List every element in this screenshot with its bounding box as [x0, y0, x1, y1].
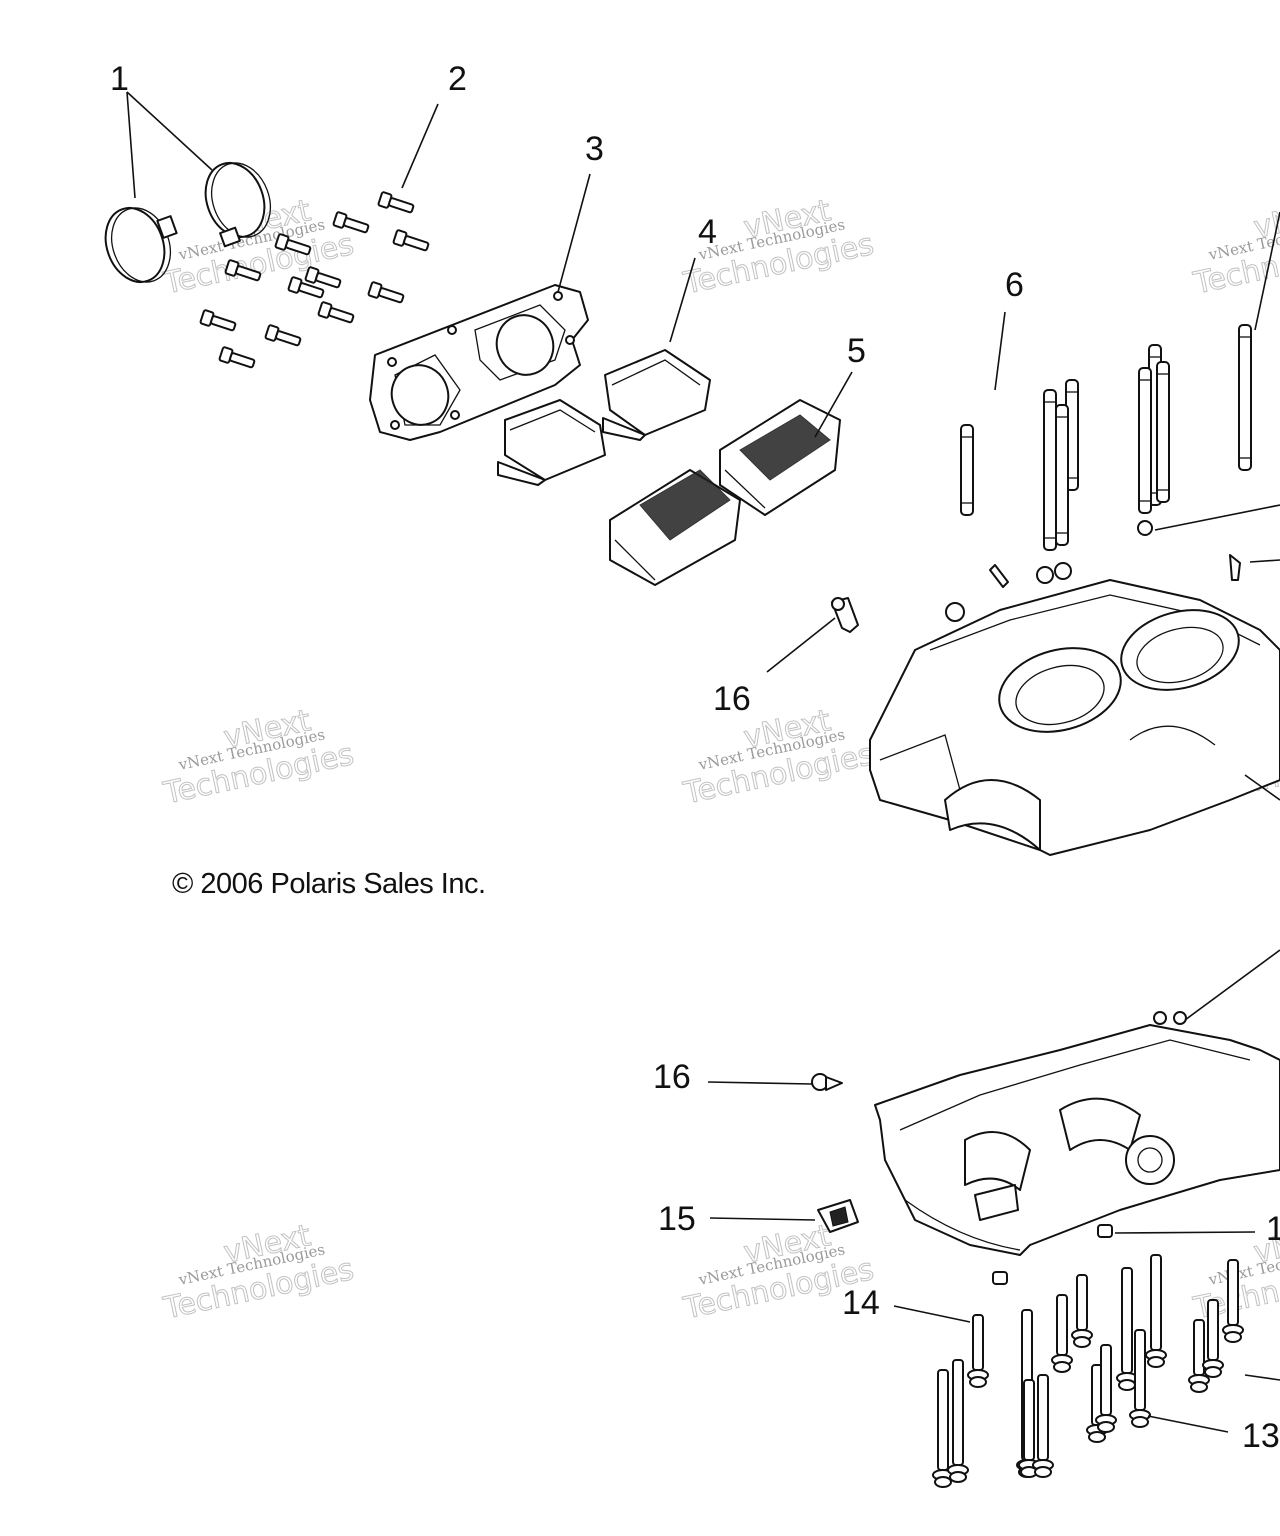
leader-lines [126, 91, 1280, 1433]
part-3-intake-plate [369, 284, 589, 441]
case-bolt [947, 1359, 969, 1483]
screw [377, 191, 415, 214]
stud [960, 424, 974, 516]
screw [304, 266, 342, 289]
watermark: vNext vNext Technologies Technologies [160, 703, 358, 812]
callout-6: 6 [1005, 266, 1024, 304]
screw [317, 301, 355, 324]
callout-3: 3 [585, 130, 604, 168]
callout-16-lower: 16 [653, 1058, 691, 1096]
screw [274, 233, 312, 256]
part-6-cylinder-studs [960, 324, 1252, 551]
upper-crankcase-half [869, 520, 1280, 856]
stud [1043, 389, 1057, 551]
screw [199, 309, 237, 332]
callout-labels: 1 2 3 4 5 6 16 16 15 14 13 1 [110, 60, 1280, 1455]
watermark: vNext vNext Technologies Technologies [680, 703, 878, 812]
part-5-reed-valves [609, 399, 841, 586]
callout-5: 5 [847, 332, 866, 370]
screw [264, 324, 302, 347]
stud [1055, 404, 1069, 546]
case-bolt [1188, 1319, 1210, 1393]
lower-crankcase-half [874, 1011, 1280, 1256]
case-bolt [1051, 1294, 1073, 1373]
callout-2: 2 [448, 60, 467, 98]
part-13-14-case-bolts [932, 1254, 1244, 1488]
case-bolt [1222, 1259, 1244, 1343]
screw [392, 229, 430, 252]
part-4-reed-spacers [497, 349, 711, 486]
copyright-notice: © 2006 Polaris Sales Inc. [172, 868, 486, 900]
part-16-lower-fastener [811, 1073, 843, 1091]
case-bolt [967, 1314, 989, 1388]
part-1-hose-clamps [104, 162, 271, 283]
screw [367, 281, 405, 304]
case-bolt [1032, 1374, 1054, 1478]
callout-13: 13 [1242, 1417, 1280, 1455]
stud [1156, 361, 1170, 503]
callout-16-upper: 16 [713, 680, 751, 718]
callout-4: 4 [698, 213, 717, 251]
screw [332, 211, 370, 234]
part-15-bracket [817, 1199, 859, 1233]
stud [1138, 367, 1152, 514]
case-bolt [1129, 1329, 1151, 1428]
case-bolt [1095, 1344, 1117, 1433]
callout-1-partial: 1 [1266, 1210, 1280, 1248]
callout-14: 14 [842, 1284, 880, 1322]
dowel-pins [992, 1224, 1113, 1285]
case-bolt [1145, 1254, 1167, 1368]
part-2-flange-screws [199, 191, 430, 369]
case-bolt [1202, 1299, 1224, 1378]
part-16-upper-fastener [831, 597, 859, 633]
callout-1: 1 [110, 60, 129, 98]
screw [287, 276, 325, 299]
case-bolt [1116, 1267, 1138, 1391]
watermark: vNext vNext Technologies Technologies [160, 1218, 358, 1327]
screw [218, 346, 256, 369]
screw [224, 259, 262, 282]
stud [1238, 324, 1252, 471]
callout-15: 15 [658, 1200, 696, 1238]
case-bolt [932, 1369, 954, 1488]
case-bolt [1071, 1274, 1093, 1348]
